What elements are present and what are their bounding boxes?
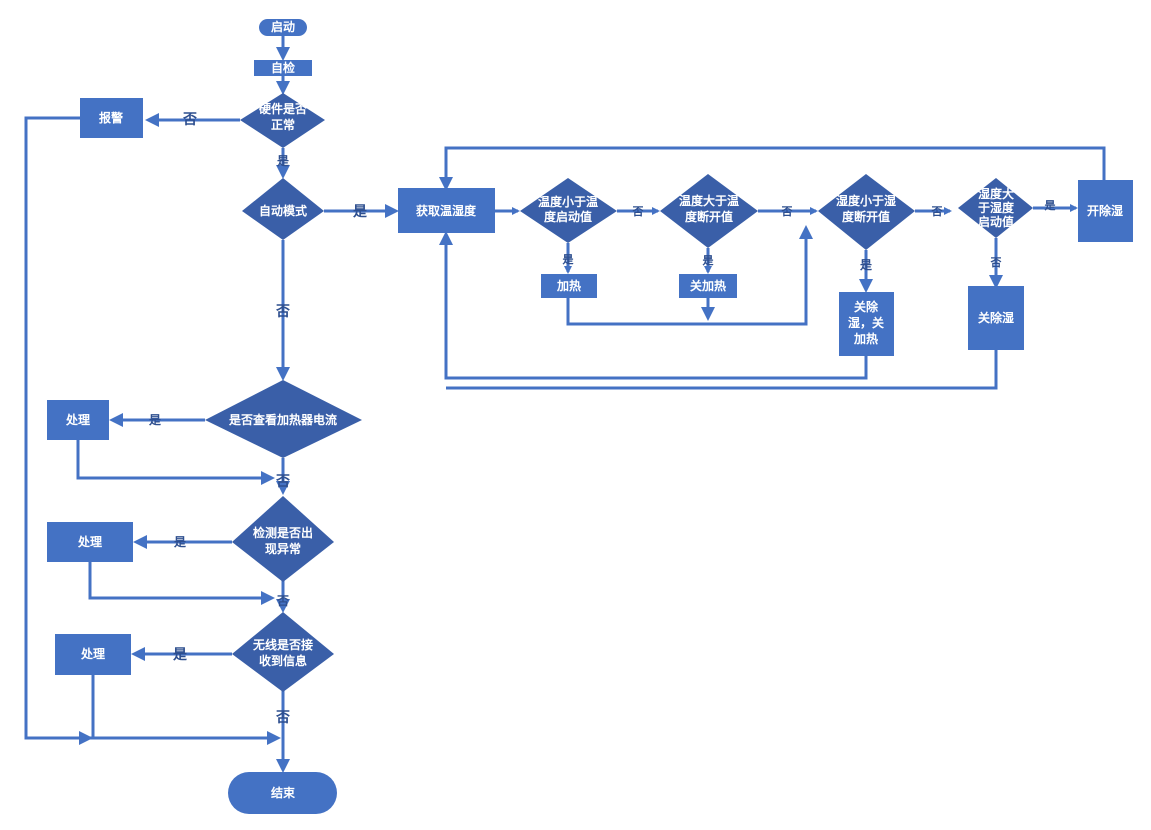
- hwok-label-line2: 正常: [271, 117, 295, 132]
- dehumon-process: [1078, 180, 1133, 242]
- handle3-process: [55, 634, 131, 675]
- label-current-yes: 是: [148, 413, 162, 427]
- detect-label-line2: 现异常: [265, 541, 301, 556]
- closeboth-process: [839, 292, 894, 356]
- hwok-decision: [240, 93, 325, 148]
- temphigh-label-line2: 度断开值: [685, 209, 733, 224]
- label-temphigh-no: 否: [781, 205, 793, 218]
- humlow-label-line1: 湿度小于湿: [836, 193, 896, 208]
- dehumon-label: 开除湿: [1087, 203, 1123, 218]
- wireless-label-line1: 无线是否接: [252, 637, 313, 652]
- closeboth-label-line3: 加热: [853, 331, 878, 346]
- dehumoff-process: [968, 286, 1024, 350]
- templow-label-line1: 温度小于温: [538, 194, 598, 209]
- start-terminal: [259, 19, 307, 36]
- automode-label: 自动模式: [259, 203, 307, 218]
- edge-closeboth-loop: [439, 231, 868, 380]
- temphigh-decision: [660, 174, 758, 248]
- handle2-label: 处理: [77, 534, 102, 549]
- current-label: 是否查看加热器电流: [228, 412, 337, 427]
- humhigh-label-line2: 于湿度: [978, 200, 1015, 215]
- edge-alarm-end: [24, 116, 93, 745]
- label-templow-no: 否: [632, 205, 644, 218]
- selfcheck-label: 自检: [271, 60, 295, 75]
- edge-dehumoff-loop: [446, 350, 998, 390]
- label-detect-no: 否: [276, 594, 289, 608]
- label-hw-yes: 是: [276, 154, 290, 168]
- start-label: 启动: [271, 19, 295, 34]
- humhigh-label-line3: 启动值: [978, 214, 1014, 229]
- dehumoff-label: 关除湿: [978, 310, 1014, 325]
- handle1-process: [47, 400, 109, 440]
- handle2-process: [47, 522, 133, 562]
- connectors: [24, 36, 1106, 773]
- label-wireless-yes: 是: [173, 647, 188, 663]
- humhigh-label-line1: 湿度大: [978, 186, 1014, 201]
- edge-heat-return: [566, 225, 813, 326]
- heatoff-process: [679, 274, 737, 298]
- end-terminal: [228, 772, 337, 814]
- automode-decision: [242, 178, 324, 240]
- wireless-decision: [232, 612, 334, 692]
- label-auto-yes: 是: [353, 204, 368, 220]
- heatoff-label: 关加热: [690, 278, 726, 293]
- humlow-decision: [818, 174, 915, 250]
- detect-label-line1: 检测是否出: [253, 525, 313, 540]
- edge-handle1-back: [76, 440, 275, 485]
- hwok-label-line1: 硬件是否: [259, 101, 307, 116]
- label-detect-yes: 是: [173, 535, 187, 549]
- selfcheck-process: [254, 60, 312, 76]
- label-wireless-no: 否: [275, 710, 290, 726]
- wireless-label-line2: 收到信息: [259, 653, 307, 668]
- closeboth-label-line1: 关除: [854, 299, 879, 314]
- temphigh-label-line1: 温度大于温: [679, 193, 739, 208]
- humhigh-decision: [958, 178, 1033, 238]
- label-humhigh-no: 否: [990, 256, 1002, 269]
- label-hw-no: 否: [182, 112, 197, 128]
- label-humhigh-yes: 是: [1044, 199, 1057, 212]
- detect-decision: [232, 496, 334, 582]
- heat-process: [541, 274, 597, 298]
- templow-label-line2: 度启动值: [544, 209, 592, 224]
- label-humlow-no: 否: [931, 205, 943, 218]
- templow-decision: [520, 178, 617, 243]
- label-auto-no: 否: [275, 304, 290, 320]
- handle3-label: 处理: [80, 646, 105, 661]
- closeboth-label-line2: 湿，关: [848, 315, 884, 330]
- humlow-label-line2: 度断开值: [842, 209, 890, 224]
- edge-handle2-back: [88, 562, 275, 605]
- edge-labels: 否 是 是 否 否 是 否 是 否 是 是 否 是 否 是 否 是 否: [148, 112, 1057, 726]
- edge-dehumon-loop: [439, 146, 1106, 191]
- handle1-label: 处理: [65, 412, 90, 427]
- label-current-no: 否: [275, 474, 290, 490]
- label-humlow-yes: 是: [859, 258, 873, 272]
- alarm-process: [80, 98, 143, 138]
- label-temphigh-yes: 是: [702, 254, 715, 267]
- alarm-label: 报警: [99, 110, 123, 125]
- label-templow-yes: 是: [562, 253, 575, 266]
- end-label: 结束: [271, 785, 296, 800]
- current-decision: [205, 380, 362, 458]
- nodes: 启动 自检 硬件是否 正常 报警 自动模式 获取温湿度 温度小于温 度启动值 加…: [47, 19, 1133, 814]
- heat-label: 加热: [556, 278, 581, 293]
- getth-process: [398, 188, 495, 233]
- getth-label: 获取温湿度: [415, 203, 477, 218]
